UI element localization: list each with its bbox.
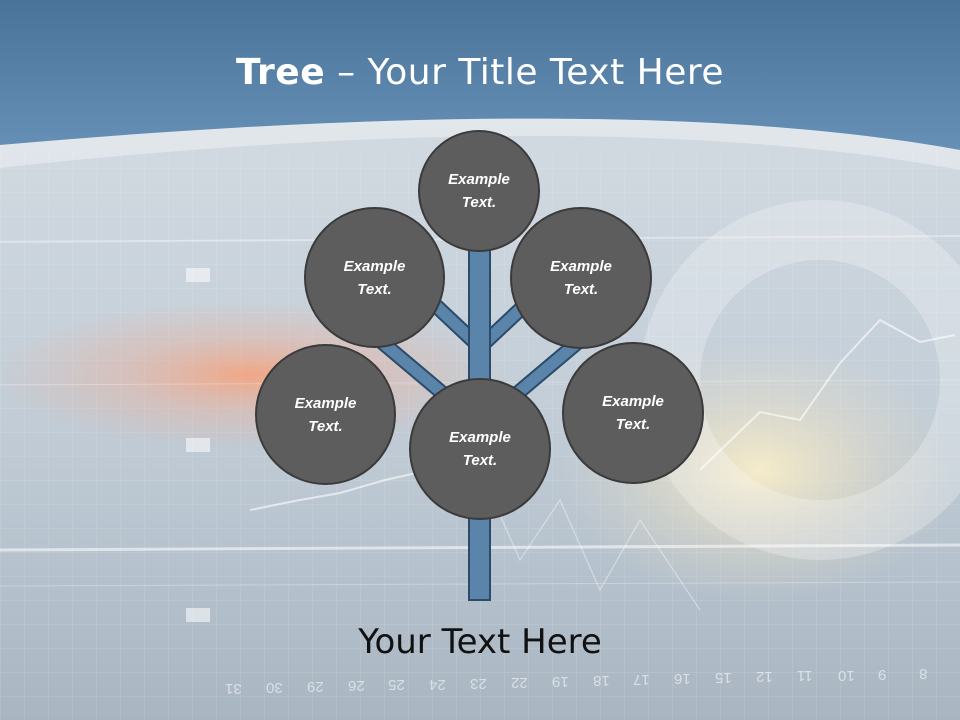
title-rest: – Your Title Text Here — [325, 52, 725, 93]
node-text-line1: Example — [550, 258, 612, 275]
node-text-line2: Text. — [357, 280, 392, 298]
node-upper-right: Example Text. — [510, 207, 652, 349]
slide-title: Tree – Your Title Text Here — [0, 52, 960, 93]
node-center: Example Text. — [409, 378, 551, 520]
node-text-line2: Text. — [563, 281, 599, 298]
node-text-line1: Example — [448, 171, 510, 188]
node-text-line1: Example — [602, 393, 664, 410]
node-top: Example Text. — [418, 130, 540, 252]
footer-text: Your Text Here — [358, 622, 602, 662]
node-lower-right: Example Text. — [562, 342, 704, 484]
node-text-line1: Example — [343, 257, 406, 275]
node-text-line2: Text. — [308, 417, 343, 435]
title-bold: Tree — [235, 52, 326, 93]
node-text-line2: Text. — [615, 416, 651, 433]
node-text-line2: Text. — [462, 452, 498, 469]
node-text-line1: Example — [294, 394, 357, 412]
node-text-line2: Text. — [461, 194, 497, 211]
node-text-line1: Example — [449, 429, 511, 446]
node-lower-left: Example Text. — [255, 344, 396, 485]
node-upper-left: Example Text. — [304, 207, 445, 348]
